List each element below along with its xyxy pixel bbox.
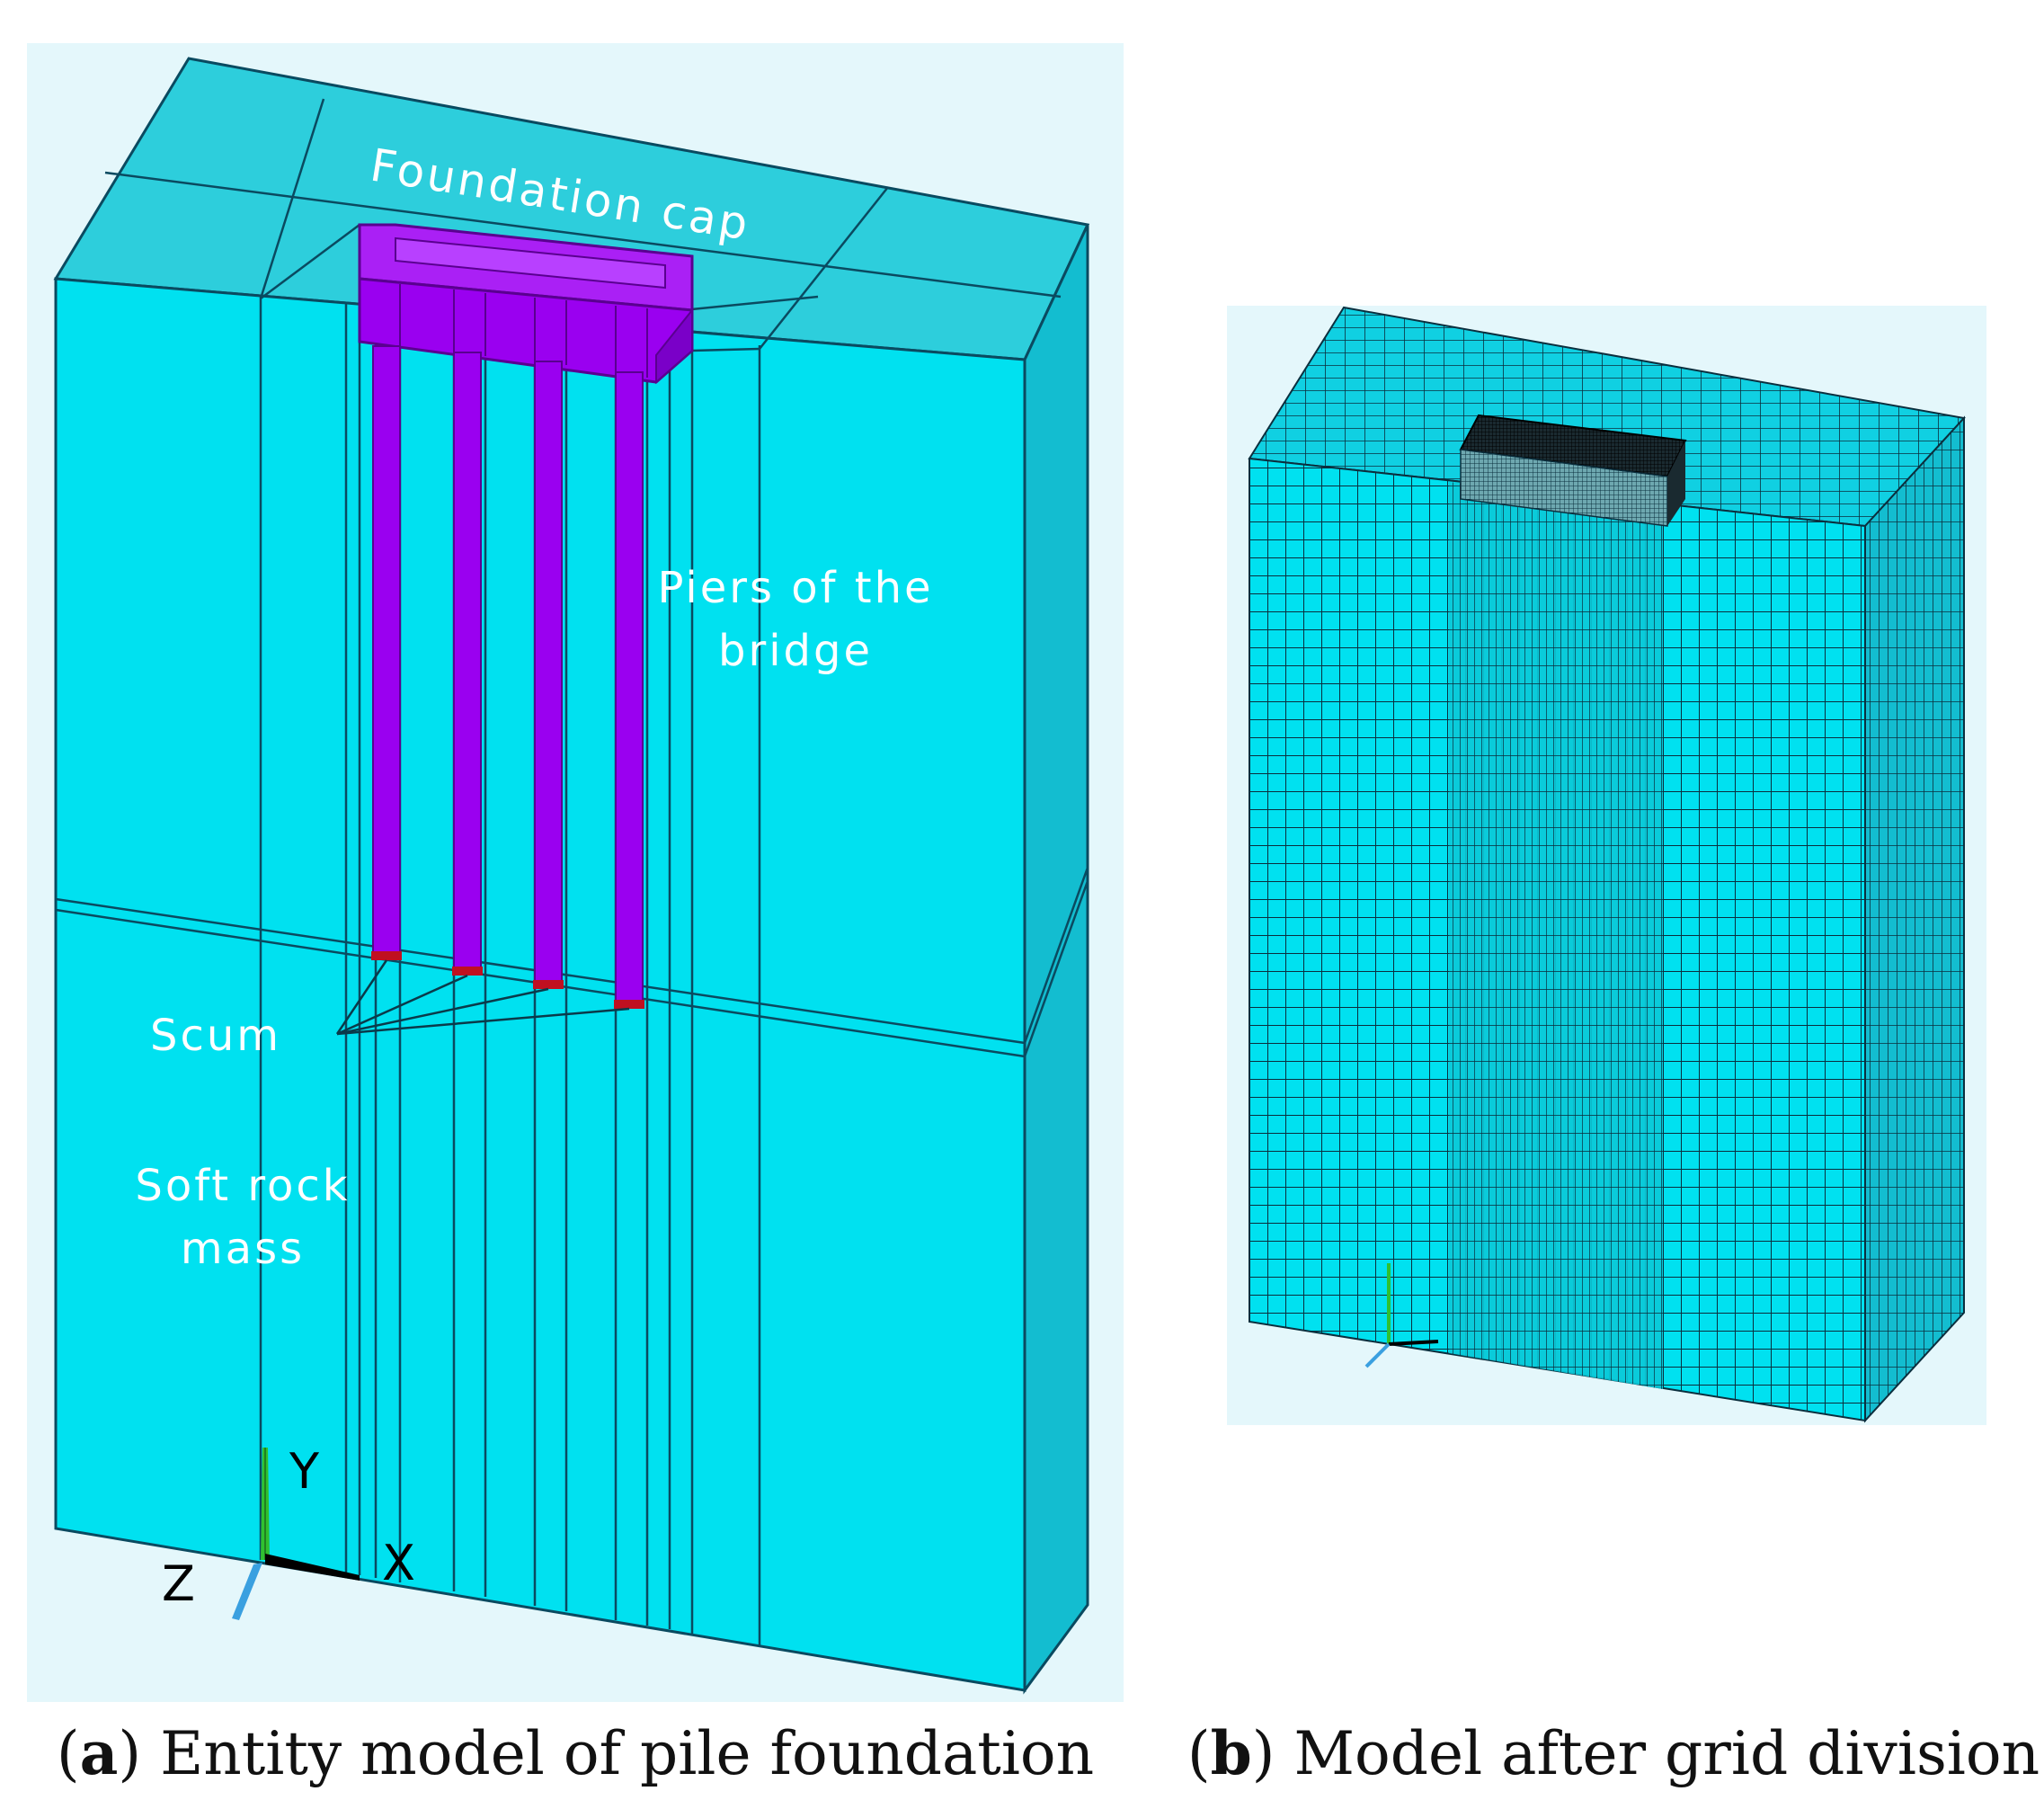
panel-b-mesh-model <box>1227 306 1986 1425</box>
scum-leader-lines <box>335 959 630 1036</box>
panel-a-entity-model: Foundation cap Piers of the bridge Scum … <box>27 43 1124 1702</box>
mesh-cap-side <box>1667 441 1685 526</box>
mesh-right-face <box>1864 415 1965 1423</box>
foundation-cap <box>358 223 694 385</box>
mesh-dense-band <box>1449 482 1663 1389</box>
scum-pad-3 <box>533 980 564 989</box>
axis-label-y: Y <box>289 1443 320 1500</box>
pile-4 <box>615 371 644 1002</box>
label-piers-line1: Piers of the <box>657 563 933 613</box>
label-soft-rock-line2: mass <box>181 1224 305 1274</box>
top-face-partitions <box>104 98 1062 352</box>
axis-triad-a: Y X Z <box>162 1443 415 1620</box>
scum-pad-4 <box>614 1000 644 1009</box>
caption-b-letter: b <box>1211 1718 1252 1788</box>
scum-pads <box>371 951 644 1009</box>
label-scum: Scum <box>150 1011 281 1061</box>
pile-3 <box>534 361 563 983</box>
caption-b-text: Model after grid division <box>1293 1719 2040 1788</box>
mesh-z-axis <box>1364 1342 1391 1368</box>
cap-side <box>655 307 693 385</box>
axis-triad-b <box>1364 1263 1439 1368</box>
pile-2 <box>453 352 482 969</box>
axis-label-x: X <box>382 1535 415 1591</box>
caption-a-letter: a <box>80 1718 119 1788</box>
mesh-x-axis <box>1388 1340 1439 1346</box>
label-piers-line2: bridge <box>718 626 873 676</box>
caption-a-text: Entity model of pile foundation <box>160 1719 1094 1788</box>
cap-inner-top <box>395 236 666 290</box>
x-axis-arrow <box>265 1554 360 1581</box>
axis-label-z: Z <box>162 1555 195 1612</box>
caption-b: (b) Model after grid division <box>1187 1718 2040 1788</box>
scum-pad-2 <box>452 967 483 976</box>
piles <box>372 345 644 1002</box>
z-axis-arrow <box>232 1563 262 1620</box>
scum-pad-1 <box>371 951 402 960</box>
pile-1 <box>372 345 401 954</box>
label-soft-rock-line1: Soft rock <box>135 1161 350 1211</box>
caption-a: (a) Entity model of pile foundation <box>57 1718 1094 1788</box>
